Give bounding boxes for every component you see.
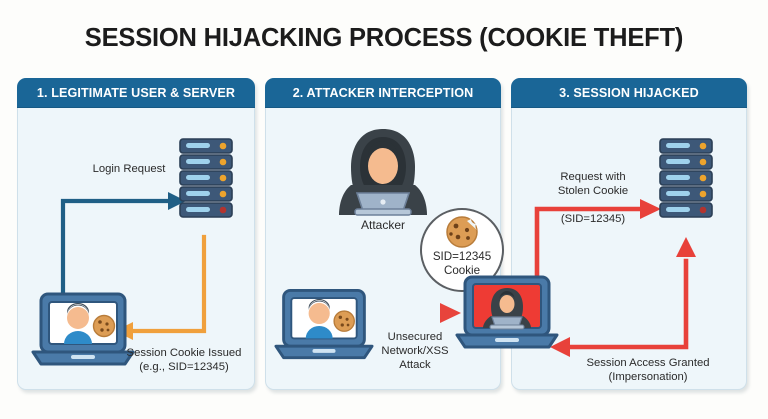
access-granted-label-line1: Session Access Granted [586,357,710,369]
interception-label-line1: Unsecured [387,331,443,343]
panel-1-header: 1. LEGITIMATE USER & SERVER [17,78,255,108]
callout-line1: SID=12345 [432,250,492,263]
page-title: SESSION HIJACKING PROCESS (COOKIE THEFT) [84,24,684,52]
login-request-arrow-line [60,198,173,317]
hacked-laptop-icon [455,275,559,349]
stolen-request-label-line1: Request with [560,171,626,183]
access-granted-arrow-head-left [550,337,570,357]
stolen-request-arrow-head [640,199,661,219]
panel-2-arrows [374,303,461,323]
stolen-request-label-line2: Stolen Cookie [557,185,629,197]
panel-3-body: Request with Stolen Cookie (SID=12345) S… [512,109,746,389]
panel-2-header: 2. ATTACKER INTERCEPTION [265,78,501,108]
access-granted-label-line2: (Impersonation) [608,371,688,383]
session-cookie-label-line1: Session Cookie Issued [126,347,242,359]
callout-line2: Cookie [443,264,481,277]
attacker-caption: Attacker [360,218,405,232]
login-request-label: Login Request [92,163,166,175]
interception-label-line3: Attack [399,359,431,371]
user-laptop-icon [31,292,135,366]
access-granted-arrow-line [565,258,689,350]
panel-attacker-interception: 2. ATTACKER INTERCEPTION Attacker [265,78,520,390]
session-cookie-label-line2: (e.g., SID=12345) [139,361,229,373]
session-cookie-arrow-line [128,234,207,334]
stolen-request-label-line3: (SID=12345) [560,213,626,225]
login-request-arrow-head [168,192,186,210]
panel-3-header: 3. SESSION HIJACKED [511,78,747,108]
interception-arrow-head [440,303,461,323]
interception-label-line2: Network/XSS [381,345,449,357]
user-laptop-icon [274,288,374,360]
server-rack-icon [659,138,713,218]
panel-legitimate-user-server: 1. LEGITIMATE USER & SERVER [17,78,255,390]
panel-session-hijacked: 3. SESSION HIJACKED [511,78,747,390]
access-granted-arrow-head-up [676,237,696,257]
server-rack-icon [179,138,233,218]
panel-1-body: Login Request Session Cookie Issued (e.g… [18,109,254,389]
attacker-hacker-icon [339,129,427,216]
